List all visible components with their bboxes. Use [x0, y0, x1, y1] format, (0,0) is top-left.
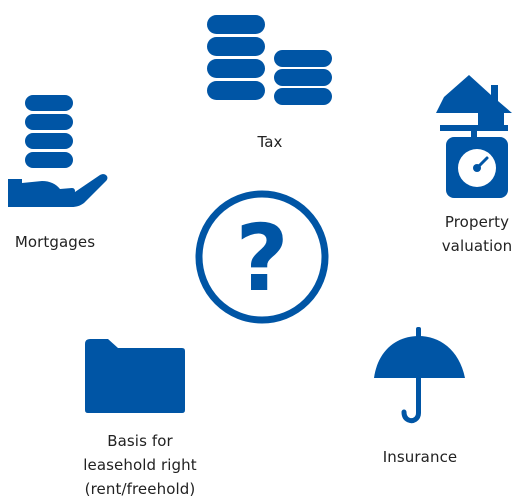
label-line: Insurance	[382, 448, 458, 466]
coin-stacks-icon	[207, 15, 332, 105]
label-line: Tax	[257, 133, 283, 151]
leasehold-basis-label: Basis for leasehold right (rent/freehold…	[60, 429, 220, 501]
label-line: leasehold right	[83, 456, 197, 474]
mortgages-label: Mortgages	[0, 230, 110, 254]
label-line: Property	[444, 213, 510, 231]
umbrella-icon	[374, 327, 465, 424]
question-circle-icon: ?	[195, 190, 329, 324]
folder-icon	[85, 339, 185, 413]
label-line: Mortgages	[14, 233, 96, 251]
insurance-label: Insurance	[360, 445, 480, 469]
house-on-scale-icon	[436, 75, 512, 198]
property-valuation-label: Property valuation	[430, 210, 524, 258]
question-glyph: ?	[235, 205, 288, 312]
label-line: valuation	[441, 237, 513, 255]
coins-in-hand-icon	[8, 95, 108, 207]
label-line: Basis for	[107, 432, 173, 450]
tax-label: Tax	[220, 130, 320, 154]
label-line: (rent/freehold)	[84, 480, 196, 498]
